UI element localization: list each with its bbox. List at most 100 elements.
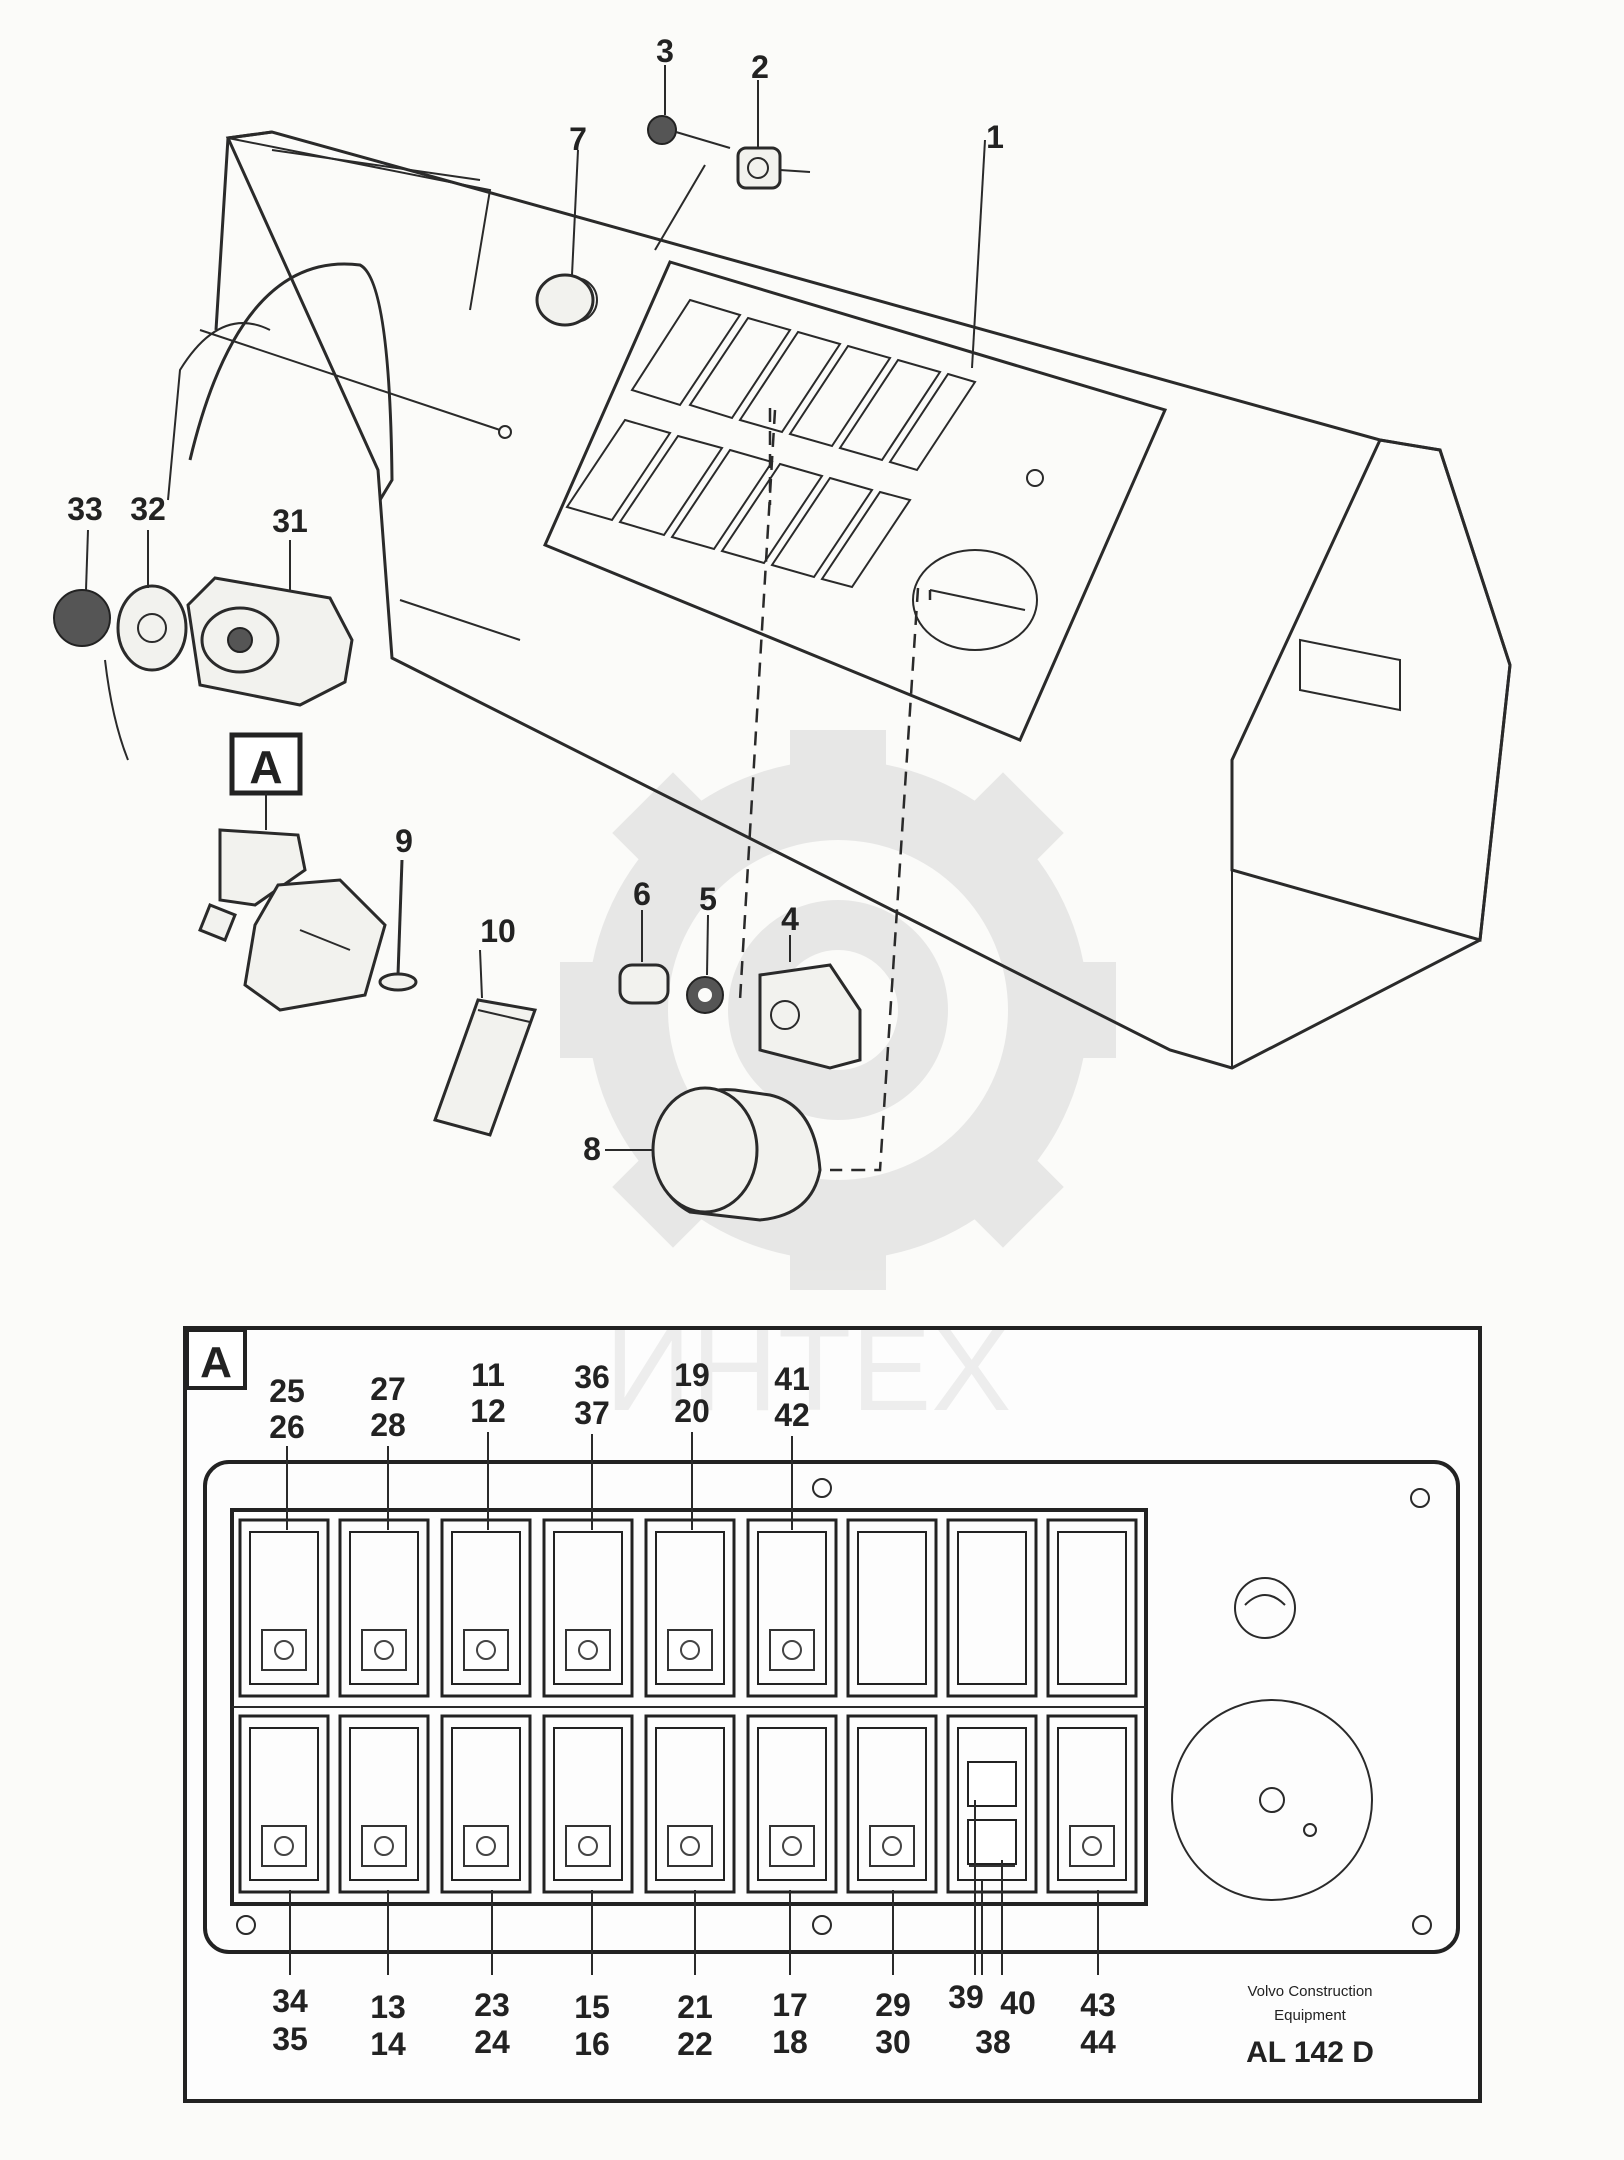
switch-face-r2-c3: [451, 1727, 521, 1881]
switch-r2-c9: [1046, 1714, 1138, 1894]
switch-face-r1-c1: [249, 1531, 319, 1685]
top-label-5b: 20: [674, 1393, 710, 1429]
switch-r2-c2: [338, 1714, 430, 1894]
top-label-3a: 11: [471, 1357, 505, 1393]
part-a-switch-module: [198, 828, 387, 1012]
bottom-label-2b: 14: [370, 2026, 406, 2062]
part-10-label-plate: [433, 949, 538, 1137]
switch-r1-c2: [338, 1518, 430, 1698]
callout-31: 31: [272, 503, 308, 539]
switch-r2-c5: [644, 1714, 736, 1894]
detail-flag-upper: A: [229, 732, 303, 796]
bottom-label-2a: 13: [370, 1989, 406, 2025]
stamp-line1: Volvo Construction: [1247, 1983, 1372, 2000]
bottom-label-5b: 22: [677, 2026, 713, 2062]
switch-symbol-glyph: [1082, 1836, 1102, 1856]
bottom-label-4b: 16: [574, 2026, 610, 2062]
switch-face-r1-c8: [957, 1531, 1027, 1685]
top-label-2b: 28: [370, 1407, 406, 1443]
switch-r2-c1: [238, 1714, 330, 1894]
split-switch-upper: [967, 1761, 1017, 1807]
switch-symbol-glyph: [680, 1836, 700, 1856]
detail-stamp: Volvo Construction Equipment AL 142 D: [1246, 1983, 1374, 2069]
switch-r2-c3: [440, 1714, 532, 1894]
bottom-label-38: 38: [975, 2024, 1011, 2060]
detail-gauge: [1171, 1577, 1373, 1901]
switch-symbol-icon: [463, 1825, 509, 1867]
switch-face-r2-c1: [249, 1727, 319, 1881]
top-label-6a: 41: [774, 1361, 810, 1397]
bottom-label-6a: 17: [772, 1987, 808, 2023]
upper-callouts: 1 2 3 4 5 6 7 8 9 10 31 32 33: [67, 33, 1004, 1167]
top-label-4b: 37: [574, 1395, 610, 1431]
switch-symbol-icon: [463, 1629, 509, 1671]
bottom-label-7b: 30: [875, 2024, 911, 2060]
switch-symbol-glyph: [680, 1640, 700, 1660]
part-6-knob: [618, 910, 670, 1005]
switch-face-r2-c2: [349, 1727, 419, 1881]
top-label-1a: 25: [269, 1373, 305, 1409]
switch-face-r2-c7: [857, 1727, 927, 1881]
switch-symbol-icon: [769, 1825, 815, 1867]
switch-r2-c6: [746, 1714, 838, 1894]
switch-symbol-glyph: [578, 1640, 598, 1660]
switch-face-r2-c6: [757, 1727, 827, 1881]
bottom-label-7a: 29: [875, 1987, 911, 2023]
callout-5: 5: [699, 881, 717, 917]
switch-symbol-icon: [667, 1825, 713, 1867]
bottom-label-8a: 43: [1080, 1987, 1116, 2023]
part-2-switch-nut: [736, 146, 811, 190]
switch-face-r1-c5: [655, 1531, 725, 1685]
switch-symbol-glyph: [274, 1640, 294, 1660]
callout-3: 3: [656, 33, 674, 69]
top-label-1b: 26: [269, 1409, 305, 1445]
top-label-4a: 36: [574, 1359, 610, 1395]
top-label-5a: 19: [674, 1357, 710, 1393]
switch-symbol-glyph: [782, 1836, 802, 1856]
switch-symbol-icon: [261, 1825, 307, 1867]
switch-face-r1-c2: [349, 1531, 419, 1685]
switch-symbol-glyph: [274, 1836, 294, 1856]
detail-view-a: A Volvo Construction Equipment AL 142 D: [183, 1326, 1482, 2103]
top-label-6b: 42: [774, 1397, 810, 1433]
part-8-gauge: [605, 1086, 822, 1222]
bottom-label-6b: 18: [772, 2024, 808, 2060]
bottom-label-40: 40: [1000, 1985, 1036, 2021]
callout-33: 33: [67, 491, 103, 527]
switch-r1-c5: [644, 1518, 736, 1698]
part-4-switch: [758, 935, 862, 1070]
switch-r1-c7: [846, 1518, 938, 1698]
switch-r1-c3: [440, 1518, 532, 1698]
top-label-2a: 27: [370, 1371, 406, 1407]
dashboard-panel-assembly: [167, 130, 1512, 1070]
detail-flag-upper-text: A: [249, 741, 282, 793]
switch-r1-c9: [1046, 1518, 1138, 1698]
switch-face-r1-c6: [757, 1531, 827, 1685]
switch-symbol-icon: [769, 1629, 815, 1671]
part-33-cap: [53, 529, 129, 761]
switch-symbol-glyph: [374, 1640, 394, 1660]
switch-grid: [238, 1518, 1138, 1894]
switch-symbol-icon: [565, 1629, 611, 1671]
switch-symbol-icon: [869, 1825, 915, 1867]
bottom-label-1b: 35: [272, 2021, 308, 2057]
switch-r1-c4: [542, 1518, 634, 1698]
detail-bottom-labels: 34 35 13 14 23 24 15 16 21 22 17 18 29 3…: [272, 1979, 1116, 2062]
part-31-ignition-lock: [186, 540, 354, 707]
switch-symbol-icon: [361, 1825, 407, 1867]
switch-r2-c8: [946, 1714, 1038, 1894]
switch-symbol-icon: [667, 1629, 713, 1671]
callout-6: 6: [633, 876, 651, 912]
bottom-label-3a: 23: [474, 1987, 510, 2023]
top-label-3b: 12: [470, 1393, 506, 1429]
switch-face-r2-c5: [655, 1727, 725, 1881]
switch-symbol-icon: [261, 1629, 307, 1671]
bottom-label-8b: 44: [1080, 2024, 1116, 2060]
dash-leader-8: [830, 587, 920, 1172]
callout-9: 9: [395, 823, 413, 859]
switch-face-r1-c9: [1057, 1531, 1127, 1685]
part-32-ring: [116, 530, 188, 672]
part-3-screw: [647, 115, 731, 149]
